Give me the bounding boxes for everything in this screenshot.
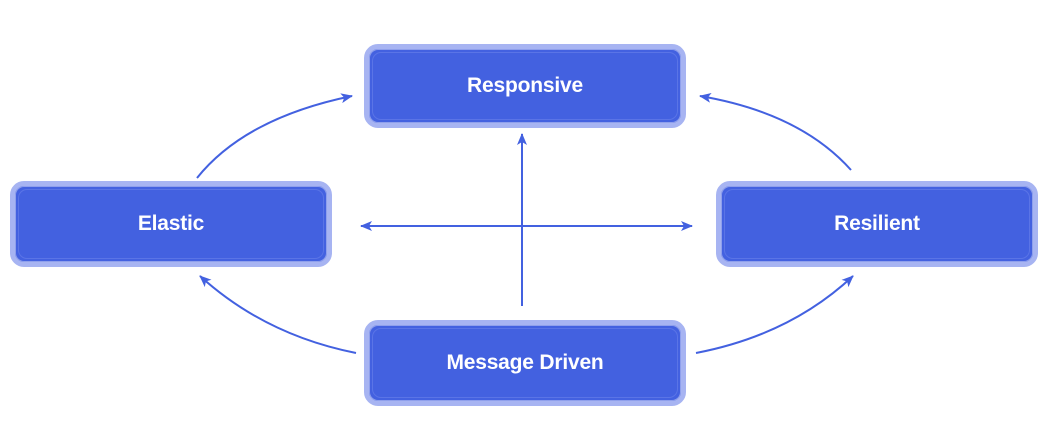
node-elastic-fill <box>18 189 324 259</box>
node-resilient-fill <box>724 189 1030 259</box>
node-elastic: Elastic <box>10 181 332 267</box>
node-responsive-label: Responsive <box>467 74 583 97</box>
node-message-driven: Message Driven <box>364 320 686 406</box>
node-responsive: Responsive <box>364 44 686 128</box>
node-message-driven-label: Message Driven <box>446 351 604 374</box>
node-responsive-fill <box>372 52 678 120</box>
edge-elastic-to-responsive <box>196 93 353 179</box>
edge-resilient-to-responsive <box>699 92 852 171</box>
node-elastic-label: Elastic <box>137 212 205 235</box>
node-message-driven-fill <box>372 328 678 398</box>
node-resilient: Resilient <box>716 181 1038 267</box>
node-resilient-label: Resilient <box>834 212 920 235</box>
edge-message-driven-to-elastic <box>199 275 357 354</box>
edge-message-driven-to-resilient <box>695 275 854 354</box>
